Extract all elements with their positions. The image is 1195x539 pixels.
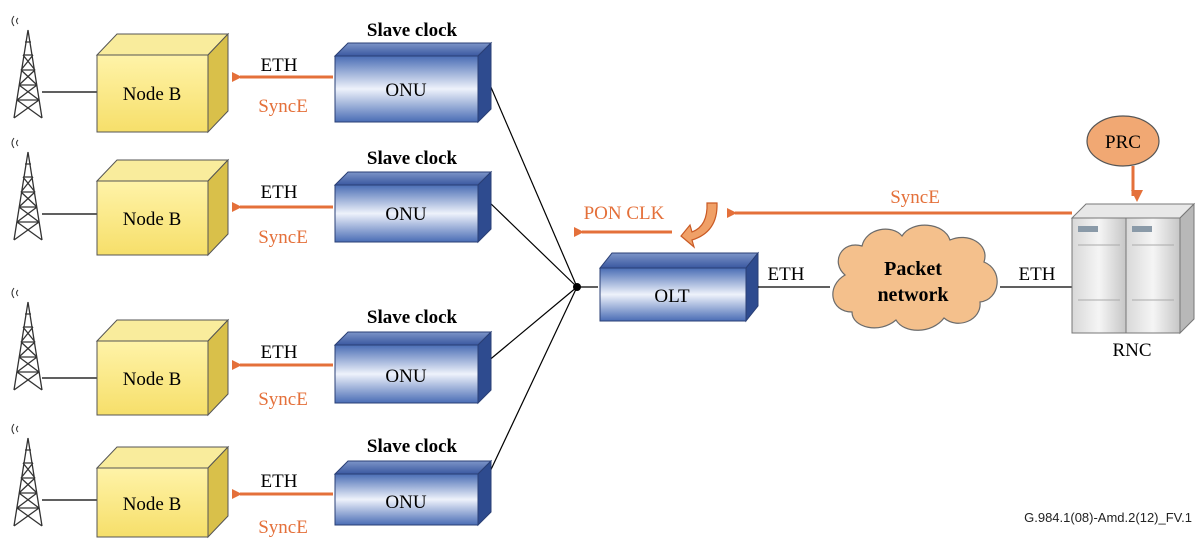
rnc-server-icon <box>1070 202 1195 335</box>
eth-label: ETH <box>261 342 298 363</box>
slave-clock-label: Slave clock <box>367 436 458 457</box>
fiber-line-4 <box>486 286 578 479</box>
eth-left-label: ETH <box>768 264 805 285</box>
branch-1: Node B ETH SyncE Slave clock ONU <box>11 15 493 134</box>
synce-top-label: SyncE <box>890 187 940 208</box>
node-b-label: Node B <box>123 494 182 515</box>
prc-node: PRC <box>1086 115 1160 167</box>
node-b-label: Node B <box>123 209 182 230</box>
synce-label: SyncE <box>258 389 308 410</box>
fiber-line-3 <box>486 286 578 363</box>
onu-box: ONU <box>333 41 493 124</box>
prc-label: PRC <box>1105 132 1141 153</box>
synce-label: SyncE <box>258 96 308 117</box>
slave-clock-label: Slave clock <box>367 148 458 169</box>
branch-2: Node B ETH SyncE Slave clock ONU <box>11 137 493 257</box>
fiber-lines <box>486 77 598 479</box>
cloud-label-line1: Packet <box>884 258 942 280</box>
onu-label: ONU <box>385 80 426 101</box>
branch-3: Node B ETH SyncE Slave clock ONU <box>11 287 493 417</box>
eth-label: ETH <box>261 182 298 203</box>
antenna-tower-icon <box>11 423 43 527</box>
node-b-box: Node B <box>95 445 230 539</box>
fiber-line-2 <box>486 199 578 288</box>
slave-clock-label: Slave clock <box>367 307 458 328</box>
olt-label: OLT <box>654 286 690 307</box>
eth-label: ETH <box>261 55 298 76</box>
onu-box: ONU <box>333 170 493 244</box>
node-b-label: Node B <box>123 84 182 105</box>
onu-box: ONU <box>333 330 493 405</box>
splitter-dot <box>573 283 581 291</box>
antenna-tower-icon <box>11 137 43 241</box>
rnc-label: RNC <box>1112 340 1151 361</box>
packet-network-cloud-icon: Packet network <box>832 224 998 331</box>
branch-4: Node B ETH SyncE Slave clock ONU <box>11 423 493 539</box>
node-b-box: Node B <box>95 158 230 257</box>
synce-label: SyncE <box>258 227 308 248</box>
node-b-label: Node B <box>123 369 182 390</box>
synce-label: SyncE <box>258 517 308 538</box>
antenna-tower-icon <box>11 287 43 391</box>
onu-label: ONU <box>385 204 426 225</box>
onu-box: ONU <box>333 459 493 527</box>
cloud-label-line2: network <box>877 284 949 306</box>
eth-label: ETH <box>261 471 298 492</box>
slave-clock-label: Slave clock <box>367 20 458 41</box>
onu-label: ONU <box>385 492 426 513</box>
figure-id: G.984.1(08)-Amd.2(12)_FV.1 <box>1024 510 1192 525</box>
node-b-box: Node B <box>95 318 230 417</box>
olt-box: OLT <box>598 251 760 323</box>
eth-right-label: ETH <box>1019 264 1056 285</box>
clock-conversion-icon <box>680 202 718 249</box>
pon-clk-label: PON CLK <box>584 203 665 224</box>
onu-label: ONU <box>385 366 426 387</box>
node-b-box: Node B <box>95 32 230 134</box>
antenna-tower-icon <box>11 15 43 119</box>
fiber-line-1 <box>486 77 578 288</box>
